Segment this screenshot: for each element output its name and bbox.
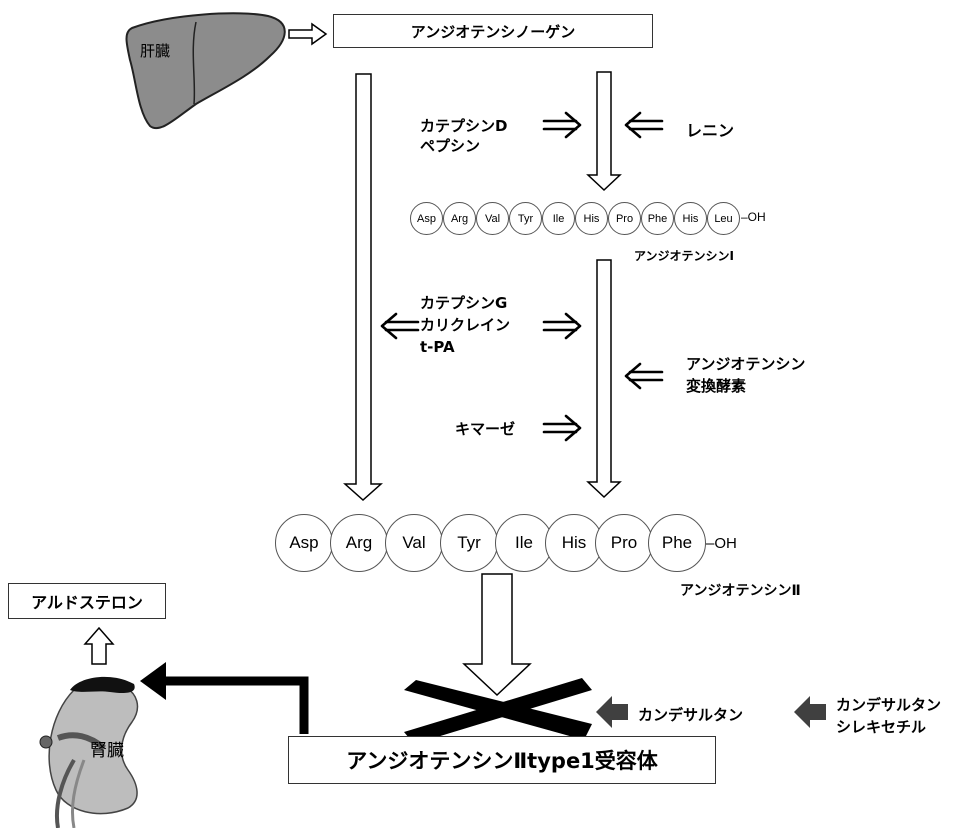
- ace-label: アンジオテンシン 変換酵素: [686, 353, 805, 397]
- ace-line-1: アンジオテンシン: [686, 355, 806, 373]
- cathepsin-g-left-arrow: [380, 312, 420, 340]
- adrenal-gland: [70, 676, 135, 694]
- ace-pathway-arrow: [586, 259, 622, 499]
- ang2-residue: Asp: [275, 514, 333, 572]
- ang2-residue: His: [545, 514, 603, 572]
- ang1-residue: Ile: [542, 202, 575, 235]
- angiotensin-2-label: アンジオテンシンⅡ: [680, 583, 801, 599]
- receptor-block-cross: [404, 678, 592, 744]
- candesartan-label: カンデサルタン: [638, 706, 744, 724]
- candesartan-cilexetil-label: カンデサルタン シレキセチル: [836, 694, 941, 738]
- cathepsin-g-right-arrow: [542, 312, 582, 340]
- renin-arrow: [624, 111, 664, 139]
- angiotensinogen-box: アンジオテンシノーゲン: [333, 14, 653, 48]
- ang1-residue: Tyr: [509, 202, 542, 235]
- receptor-to-kidney-arrow: [140, 662, 309, 734]
- ace-line-2: 変換酵素: [686, 377, 747, 395]
- cathepsin-d-arrow: [542, 111, 582, 139]
- kidney-icon: [39, 676, 139, 828]
- cilexetil-line-1: カンデサルタン: [836, 696, 942, 714]
- ang1-residue: His: [674, 202, 707, 235]
- liver-icon: [125, 12, 286, 129]
- ang2-residue: Phe: [648, 514, 706, 572]
- renin-label: レニン: [686, 121, 735, 140]
- cathepsin-g-line-3: t-PA: [420, 338, 455, 356]
- candesartan-arrow: [596, 696, 628, 728]
- ang1-residue: Pro: [608, 202, 641, 235]
- receptor-box: アンジオテンシンⅡtype1受容体: [288, 736, 716, 784]
- angiotensin-2-to-receptor-arrow: [462, 573, 532, 697]
- renin-pathway-arrow: [586, 71, 622, 192]
- ang2-terminal: –OH: [706, 535, 737, 552]
- ang2-residue: Val: [385, 514, 443, 572]
- ace-arrow: [624, 362, 664, 390]
- ang1-terminal: –OH: [741, 210, 766, 224]
- ang1-residue: Leu: [707, 202, 740, 235]
- liver-to-angiotensinogen-arrow: [288, 22, 328, 46]
- cathepsin-g-label: カテプシンG カリクレイン t-PA: [420, 292, 510, 358]
- kidney-to-aldosterone-arrow: [83, 626, 115, 665]
- chymase-arrow: [542, 414, 582, 442]
- liver-label: 肝臓: [140, 42, 171, 60]
- aldosterone-box: アルドステロン: [8, 583, 166, 619]
- ang2-residue: Arg: [330, 514, 388, 572]
- cilexetil-line-2: シレキセチル: [836, 718, 927, 736]
- ang1-residue: Asp: [410, 202, 443, 235]
- cathepsin-g-line-2: カリクレイン: [420, 316, 511, 334]
- cilexetil-arrow: [794, 696, 826, 728]
- ang1-residue: Val: [476, 202, 509, 235]
- cathepsin-g-line-1: カテプシンG: [420, 294, 508, 312]
- ang1-residue: Arg: [443, 202, 476, 235]
- chymase-label: キマーゼ: [455, 420, 516, 438]
- kidney-label: 腎臓: [90, 741, 124, 761]
- ang1-residue: Phe: [641, 202, 674, 235]
- angiotensin-1-label: アンジオテンシンⅠ: [634, 249, 734, 263]
- cathepsin-d-line-1: カテプシンD: [420, 117, 508, 135]
- ang2-residue: Ile: [495, 514, 553, 572]
- ang2-residue: Tyr: [440, 514, 498, 572]
- left-long-arrow: [343, 73, 383, 502]
- cathepsin-d-line-2: ペプシン: [420, 137, 481, 155]
- ang1-residue: His: [575, 202, 608, 235]
- cathepsin-d-label: カテプシンD ペプシン: [420, 116, 507, 156]
- ang2-residue: Pro: [595, 514, 653, 572]
- liver-lobe-line: [192, 21, 197, 105]
